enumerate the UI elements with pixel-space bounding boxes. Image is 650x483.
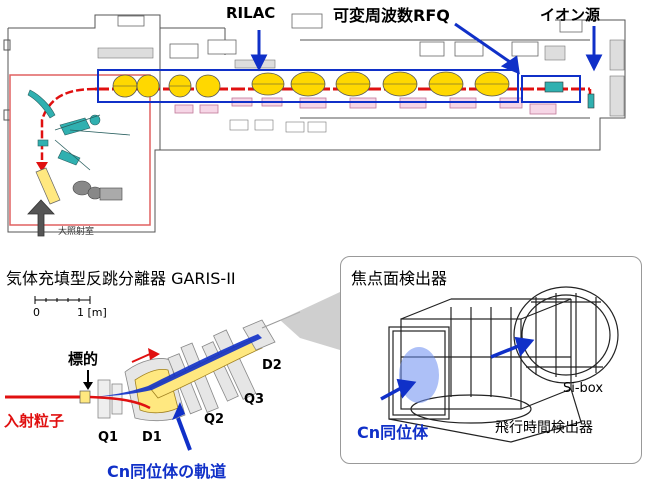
separator-svg — [5, 292, 340, 451]
scale-one-m: 1 [m] — [77, 306, 107, 319]
q2-label: Q2 — [204, 412, 225, 427]
si-box-label: Si-box — [563, 381, 604, 396]
facility-layout: RILAC 可変周波数RFQ イオン源 大照射室 — [3, 4, 626, 237]
rfq-label: 可変周波数RFQ — [333, 6, 450, 25]
irradiation-room-label: 大照射室 — [58, 227, 95, 237]
ion-source-label: イオン源 — [540, 6, 601, 24]
q3-label: Q3 — [244, 392, 265, 407]
isotope-label: Cn同位体 — [357, 423, 429, 442]
rilac-label: RILAC — [226, 4, 276, 22]
tof-label: 飛行時間検出器 — [495, 420, 593, 436]
scale-zero: 0 — [33, 306, 40, 319]
detector-panel: 焦点面検出器 Si-box 飛行時間検出器 Cn同位体 — [340, 256, 642, 464]
beam-label: 入射粒子 — [4, 412, 65, 430]
d2-label: D2 — [262, 358, 282, 373]
target-label: 標的 — [68, 350, 99, 368]
separator-diagram — [0, 290, 340, 483]
q1-label: Q1 — [98, 430, 119, 445]
detector-svg — [380, 286, 619, 443]
trajectory-label: Cn同位体の軌道 — [107, 462, 227, 481]
garis-title: 気体充填型反跳分離器 GARIS-II — [6, 269, 236, 288]
detector-title: 焦点面検出器 — [351, 269, 448, 288]
facility-floorplan — [3, 13, 626, 237]
d1-label: D1 — [142, 430, 162, 445]
